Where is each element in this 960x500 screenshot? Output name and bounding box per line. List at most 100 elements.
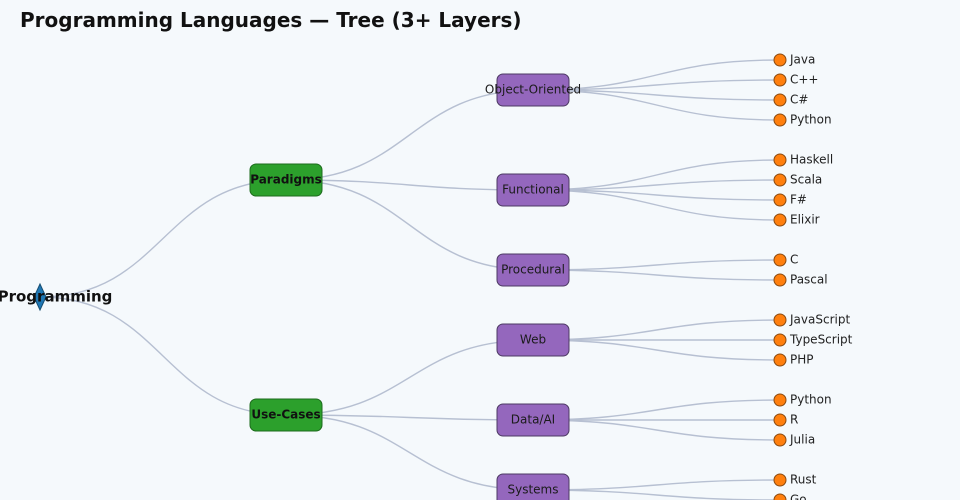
edge-functional-f bbox=[532, 189, 781, 201]
edge-paradigms-procedural bbox=[285, 179, 534, 271]
language-node-julia[interactable]: Julia bbox=[773, 433, 815, 447]
language-label: Elixir bbox=[790, 213, 820, 227]
category-box bbox=[249, 398, 323, 432]
category-label: Use-Cases bbox=[251, 408, 320, 422]
language-node-go[interactable]: Go bbox=[773, 493, 807, 500]
language-label: Go bbox=[790, 493, 807, 500]
language-label: TypeScript bbox=[789, 333, 853, 347]
subcategory-node-web[interactable]: Web bbox=[496, 323, 570, 357]
root-label: Programming bbox=[0, 288, 112, 306]
subcategory-box bbox=[496, 473, 570, 500]
subcategory-box bbox=[496, 73, 570, 107]
language-marker bbox=[773, 93, 787, 107]
subcategory-label: Systems bbox=[508, 483, 559, 497]
language-marker bbox=[773, 413, 787, 427]
language-marker bbox=[773, 273, 787, 287]
edge-object-oriented-python bbox=[532, 89, 781, 121]
category-node-use-cases[interactable]: Use-Cases bbox=[249, 398, 323, 432]
edge-systems-rust bbox=[532, 479, 781, 491]
edge-functional-elixir bbox=[532, 189, 781, 221]
language-node-c[interactable]: C bbox=[773, 253, 798, 267]
language-marker bbox=[773, 153, 787, 167]
language-marker bbox=[773, 493, 787, 500]
subcategory-box bbox=[496, 403, 570, 437]
language-label: F# bbox=[790, 193, 807, 207]
language-node-haskell[interactable]: Haskell bbox=[773, 153, 833, 167]
language-node-python[interactable]: Python bbox=[773, 113, 832, 127]
edge-root-use-cases bbox=[39, 296, 287, 416]
language-node-pascal[interactable]: Pascal bbox=[773, 273, 828, 287]
subcategory-label: Procedural bbox=[501, 263, 565, 277]
language-label: JavaScript bbox=[789, 313, 850, 327]
language-marker bbox=[773, 53, 787, 67]
subcategory-node-functional[interactable]: Functional bbox=[496, 173, 570, 207]
edge-object-oriented-c bbox=[532, 89, 781, 101]
language-label: C++ bbox=[790, 73, 819, 87]
root-diamond-marker bbox=[33, 282, 47, 312]
edge-functional-scala bbox=[532, 179, 781, 191]
edge-data-ai-julia bbox=[532, 419, 781, 441]
edge-object-oriented-java bbox=[532, 59, 781, 91]
subcategory-node-procedural[interactable]: Procedural bbox=[496, 253, 570, 287]
category-node-paradigms[interactable]: Paradigms bbox=[249, 163, 323, 197]
subcategory-label: Web bbox=[520, 333, 546, 347]
root-node[interactable]: Programming bbox=[0, 282, 112, 312]
language-node-javascript[interactable]: JavaScript bbox=[773, 313, 850, 327]
subcategory-box bbox=[496, 323, 570, 357]
edge-web-php bbox=[532, 339, 781, 361]
edge-systems-go bbox=[532, 489, 781, 500]
edge-paradigms-functional bbox=[285, 179, 534, 191]
edge-root-paradigms bbox=[39, 179, 287, 298]
language-marker bbox=[773, 213, 787, 227]
edge-web-javascript bbox=[532, 319, 781, 341]
subcategory-node-systems[interactable]: Systems bbox=[496, 473, 570, 500]
category-label: Paradigms bbox=[250, 173, 322, 187]
language-node-f[interactable]: F# bbox=[773, 193, 807, 207]
language-marker bbox=[773, 473, 787, 487]
subcategory-label: Object-Oriented bbox=[485, 83, 581, 97]
language-node-elixir[interactable]: Elixir bbox=[773, 213, 820, 227]
language-node-c[interactable]: C++ bbox=[773, 73, 819, 87]
edge-object-oriented-c bbox=[532, 79, 781, 91]
language-marker bbox=[773, 173, 787, 187]
edge-use-cases-systems bbox=[285, 414, 534, 491]
language-label: Scala bbox=[790, 173, 822, 187]
language-marker bbox=[773, 393, 787, 407]
language-label: C bbox=[790, 253, 798, 267]
language-node-typescript[interactable]: TypeScript bbox=[773, 333, 853, 347]
edge-use-cases-web bbox=[285, 339, 534, 416]
language-marker bbox=[773, 313, 787, 327]
language-node-r[interactable]: R bbox=[773, 413, 798, 427]
edge-use-cases-data-ai bbox=[285, 414, 534, 421]
language-label: Python bbox=[790, 113, 832, 127]
language-node-c[interactable]: C# bbox=[773, 93, 808, 107]
language-node-rust[interactable]: Rust bbox=[773, 473, 817, 487]
edge-paradigms-object-oriented bbox=[285, 89, 534, 181]
subcategory-node-object-oriented[interactable]: Object-Oriented bbox=[485, 73, 581, 107]
language-label: Julia bbox=[789, 433, 815, 447]
language-marker bbox=[773, 333, 787, 347]
edge-data-ai-python bbox=[532, 399, 781, 421]
language-label: Pascal bbox=[790, 273, 828, 287]
language-label: Haskell bbox=[790, 153, 833, 167]
page-title: Programming Languages — Tree (3+ Layers) bbox=[20, 8, 522, 32]
language-marker bbox=[773, 73, 787, 87]
edge-procedural-pascal bbox=[532, 269, 781, 281]
language-label: PHP bbox=[790, 353, 814, 367]
language-node-python[interactable]: Python bbox=[773, 393, 832, 407]
language-node-scala[interactable]: Scala bbox=[773, 173, 822, 187]
language-marker bbox=[773, 253, 787, 267]
language-label: C# bbox=[790, 93, 808, 107]
language-label: Java bbox=[789, 53, 815, 67]
edge-functional-haskell bbox=[532, 159, 781, 191]
language-label: Rust bbox=[790, 473, 817, 487]
language-label: Python bbox=[790, 393, 832, 407]
edge-procedural-c bbox=[532, 259, 781, 271]
language-marker bbox=[773, 113, 787, 127]
language-node-php[interactable]: PHP bbox=[773, 353, 814, 367]
subcategory-box bbox=[496, 173, 570, 207]
subcategory-node-data-ai[interactable]: Data/AI bbox=[496, 403, 570, 437]
language-node-java[interactable]: Java bbox=[773, 53, 815, 67]
subcategory-box bbox=[496, 253, 570, 287]
